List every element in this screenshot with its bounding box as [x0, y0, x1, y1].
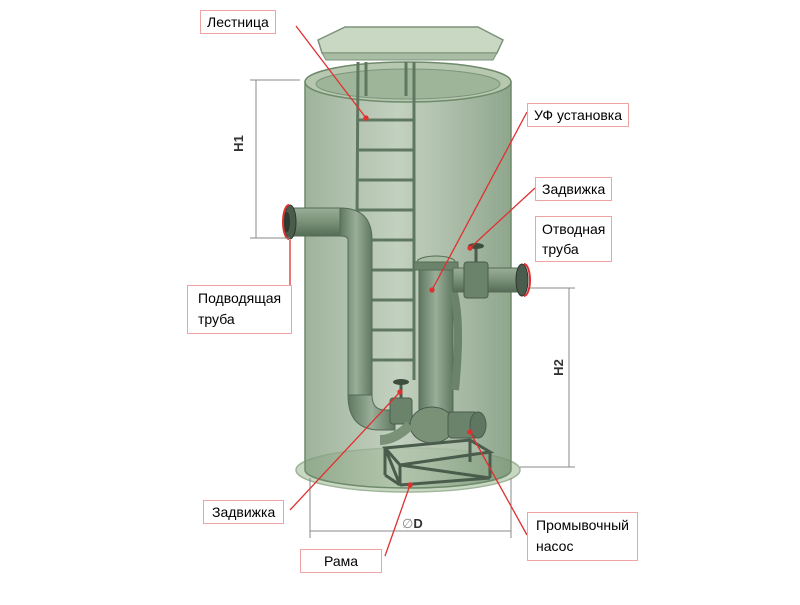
label-inlet-line2: труба — [198, 311, 235, 327]
ladder — [354, 61, 416, 381]
callout-frame: Рама — [300, 549, 382, 573]
label-pump-line1: Промывочный — [536, 517, 629, 533]
label-inlet-line1: Подводящая — [198, 290, 282, 306]
callout-uv-unit: УФ установка — [527, 103, 630, 127]
leader-lines — [289, 25, 536, 557]
label-outlet-line1: Отводная — [542, 221, 606, 237]
label-uv-unit: УФ установка — [534, 107, 623, 123]
dim-d-symbol: ∅ — [402, 516, 414, 531]
dim-h2: H2 — [551, 359, 566, 376]
dim-h1-text: H1 — [230, 135, 246, 152]
bottom-valve — [389, 379, 413, 425]
callout-outlet-pipe: Отводная труба — [535, 216, 613, 262]
dim-d: ∅D — [402, 516, 423, 532]
callout-inlet-pipe: Подводящая труба — [187, 285, 293, 334]
hatch-lid-side — [321, 52, 498, 61]
label-ladder: Лестница — [207, 14, 269, 30]
label-frame: Рама — [323, 553, 359, 569]
uv-unit — [413, 255, 463, 413]
outlet-pipe — [452, 243, 531, 299]
hatch-lid — [317, 26, 504, 54]
callout-valve-bottom: Задвижка — [203, 500, 285, 524]
frame — [381, 438, 495, 487]
label-pump-line2: насос — [536, 538, 574, 554]
label-valve-top: Задвижка — [542, 181, 606, 197]
dim-h2-text: H2 — [550, 359, 566, 376]
callout-ladder: Лестница — [200, 10, 276, 34]
dimension-lines — [250, 79, 575, 538]
inlet-pipe — [282, 204, 396, 431]
dim-d-text: D — [413, 516, 423, 531]
callout-flush-pump: Промывочный насос — [527, 512, 638, 561]
dim-h1: H1 — [231, 135, 246, 152]
label-valve-bottom: Задвижка — [212, 504, 276, 520]
tank-top-inner — [315, 68, 501, 100]
callout-valve-top: Задвижка — [535, 177, 613, 201]
label-outlet-line2: труба — [542, 241, 579, 257]
